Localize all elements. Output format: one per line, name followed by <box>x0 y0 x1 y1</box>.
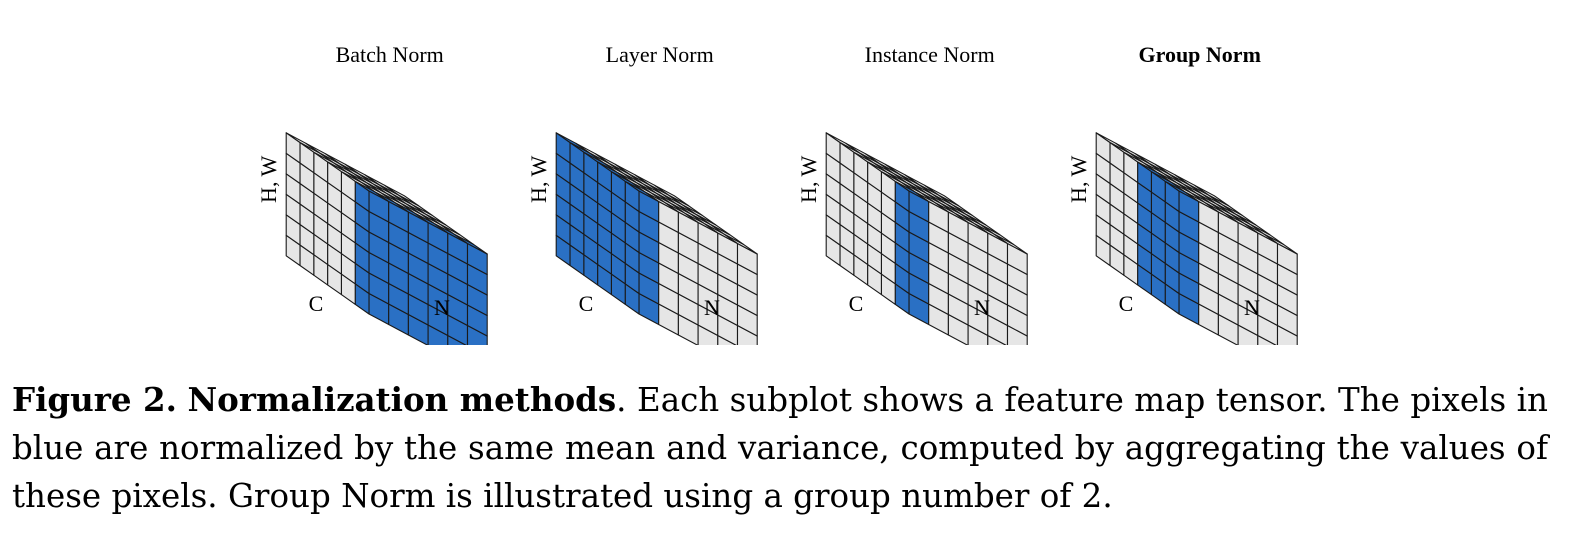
top-face-cell <box>384 184 419 207</box>
cube-group: Group Norm H, W C N <box>1066 42 1298 345</box>
figure-caption: Figure 2. Normalization methods. Each su… <box>12 376 1548 520</box>
cube-title: Batch Norm <box>336 42 444 67</box>
cube-batch: Batch Norm H, W C N <box>256 42 488 345</box>
caption-label: Figure 2. <box>12 380 177 419</box>
top-face-cell <box>654 184 689 207</box>
caption-bold-title: Normalization methods <box>187 380 617 419</box>
axis-label-c: C <box>849 291 864 316</box>
axis-label-hw: H, W <box>796 155 821 202</box>
cube-title: Instance Norm <box>865 42 995 67</box>
axis-label-c: C <box>309 291 324 316</box>
axis-label-n: N <box>434 295 450 320</box>
axis-label-n: N <box>704 295 720 320</box>
top-face-cell <box>924 184 959 207</box>
cube-title: Group Norm <box>1138 42 1260 67</box>
axis-label-c: C <box>1119 291 1134 316</box>
top-face-cell <box>1194 184 1229 207</box>
axis-label-c: C <box>579 291 594 316</box>
axis-label-hw: H, W <box>1066 155 1091 202</box>
axis-label-hw: H, W <box>526 155 551 202</box>
axis-label-n: N <box>1244 295 1260 320</box>
caption-text: . Each subplot shows a feature map tenso… <box>12 381 1548 515</box>
cube-layer: Layer Norm H, W C N <box>526 42 758 345</box>
cube-instance: Instance Norm H, W C N <box>796 42 1028 345</box>
cube-title: Layer Norm <box>606 42 714 67</box>
axis-label-hw: H, W <box>256 155 281 202</box>
axis-label-n: N <box>974 295 990 320</box>
